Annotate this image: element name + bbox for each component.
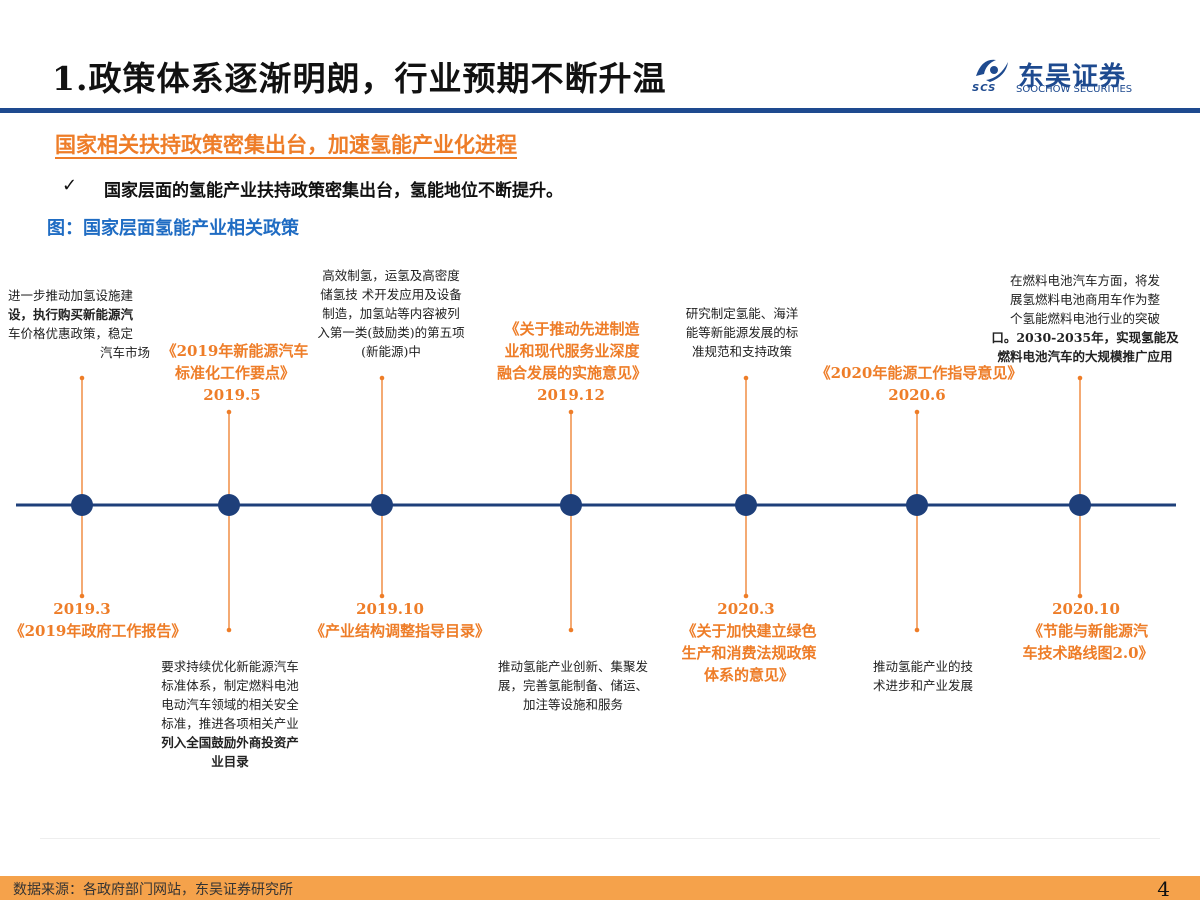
timeline-node xyxy=(218,494,240,516)
timeline-node xyxy=(71,494,93,516)
check-icon: ✓ xyxy=(62,175,78,196)
logo-name-en: SOOCHOW SECURITIES xyxy=(1016,84,1133,95)
note-line: 在燃料电池汽车方面，将发 xyxy=(1009,273,1160,288)
note-line: 设，执行购买新能源汽 xyxy=(8,307,134,322)
timeline-node xyxy=(1069,494,1091,516)
logo-mark-text: SCS xyxy=(972,83,997,94)
policy-line: 《2020年能源工作指导意见》 xyxy=(815,364,1023,382)
connector-end-dot xyxy=(914,409,920,415)
timeline-node xyxy=(371,494,393,516)
logo-name-cn: 东吴证券 xyxy=(1018,62,1127,92)
note-line: 储氢技 术开发应用及设备 xyxy=(320,287,462,302)
connector-end-dot xyxy=(743,375,749,381)
note-line: 要求持续优化新能源汽车 xyxy=(161,659,299,674)
event-date-2019-5: 2019.5 xyxy=(203,386,261,404)
note-line: 推动氢能产业的技 xyxy=(872,659,973,674)
connector-end-dot xyxy=(226,409,232,415)
note-line: 标准，推进各项相关产业 xyxy=(161,716,299,731)
page-number: 4 xyxy=(1157,877,1170,901)
policy-line: 体系的意见》 xyxy=(703,666,794,684)
timeline-node xyxy=(735,494,757,516)
note-line: 准规范和支持政策 xyxy=(691,344,792,359)
event-note-2020-3: 研究制定氢能、海洋 能等新能源发展的标 准规范和支持政策 xyxy=(668,304,816,361)
note-line: 制造，加氢站等内容被列 xyxy=(322,306,460,321)
event-date-2019-12: 2019.12 xyxy=(537,386,605,404)
event-note-2019-10: 高效制氢，运氢及高密度 储氢技 术开发应用及设备 制造，加氢站等内容被列 入第一… xyxy=(302,266,480,361)
data-source: 数据来源：各政府部门网站，东吴证券研究所 xyxy=(13,882,293,898)
event-policy-2019-10: 《产业结构调整指导目录》 xyxy=(290,620,510,642)
note-line: 研究制定氢能、海洋 xyxy=(685,306,799,321)
event-policy-2019-12: 《关于推动先进制造 业和现代服务业深度 融合发展的实施意见》 xyxy=(484,318,660,384)
event-note-2019-12: 推动氢能产业创新、集聚发 展，完善氢能制备、储运、 加注等设施和服务 xyxy=(485,657,661,714)
connector-end-dot xyxy=(79,375,85,381)
connector-end-dot xyxy=(568,627,574,633)
policy-line: 生产和消费法规政策 xyxy=(681,644,817,662)
note-line: 电动汽车领域的相关安全 xyxy=(161,697,299,712)
connector-end-dot xyxy=(379,593,385,599)
note-line: 标准体系，制定燃料电池 xyxy=(161,678,299,693)
timeline-node xyxy=(906,494,928,516)
note-line: 个氢能燃料电池行业的突破 xyxy=(1009,311,1160,326)
note-line: 展氢燃料电池商用车作为整 xyxy=(1009,292,1160,307)
note-line: 术进步和产业发展 xyxy=(872,678,973,693)
event-policy-2020-3: 《关于加快建立绿色 生产和消费法规政策 体系的意见》 xyxy=(664,620,834,686)
note-line: 推动氢能产业创新、集聚发 xyxy=(497,659,648,674)
event-date-2019-10: 2019.10 xyxy=(356,600,424,618)
policy-line: 《关于推动先进制造 xyxy=(504,320,640,338)
event-policy-2019-5: 《2019年新能源汽车 标准化工作要点》 xyxy=(150,340,320,384)
note-line: 展，完善氢能制备、储运、 xyxy=(497,678,648,693)
policy-line: 业和现代服务业深度 xyxy=(504,342,640,360)
policy-line: 《2019年新能源汽车 xyxy=(161,342,309,360)
bullet-text: 国家层面的氢能产业扶持政策密集出台，氢能地位不断提升。 xyxy=(104,181,563,201)
policy-line: 《产业结构调整指导目录》 xyxy=(309,622,490,640)
figure-title: 图：国家层面氢能产业相关政策 xyxy=(47,218,299,239)
footer-bar xyxy=(0,876,1200,900)
event-note-2019-5: 要求持续优化新能源汽车 标准体系，制定燃料电池 电动汽车领域的相关安全 标准，推… xyxy=(146,657,314,771)
note-line: 列入全国鼓励外商投资产 xyxy=(161,735,299,750)
connector-end-dot xyxy=(743,593,749,599)
connector-end-dot xyxy=(1077,375,1083,381)
event-date-2020-10: 2020.10 xyxy=(1052,600,1120,618)
connector-end-dot xyxy=(379,375,385,381)
note-line: (新能源)中 xyxy=(361,344,421,359)
policy-line: 《2019年政府工作报告》 xyxy=(9,622,187,640)
section-subtitle: 国家相关扶持政策密集出台，加速氢能产业化进程 xyxy=(55,132,517,157)
event-policy-2019-3: 《2019年政府工作报告》 xyxy=(0,620,196,642)
policy-line: 标准化工作要点》 xyxy=(174,364,295,382)
policy-line: 《关于加快建立绿色 xyxy=(681,622,817,640)
connector-end-dot xyxy=(79,593,85,599)
connector-end-dot xyxy=(226,627,232,633)
connector-end-dot xyxy=(568,409,574,415)
page-title: 1.政策体系逐渐明朗，行业预期不断升温 xyxy=(52,59,667,98)
event-note-2019-3: 进一步推动加氢设施建 设，执行购买新能源汽 车价格优惠政策，稳定 汽车市场 xyxy=(8,286,158,362)
note-line: 车价格优惠政策，稳定 xyxy=(8,326,134,341)
connector-end-dot xyxy=(914,627,920,633)
event-note-2020-10: 在燃料电池汽车方面，将发 展氢燃料电池商用车作为整 个氢能燃料电池行业的突破 口… xyxy=(978,271,1192,366)
timeline-node xyxy=(560,494,582,516)
note-line: 业目录 xyxy=(211,754,249,769)
logo-icon xyxy=(972,56,1012,88)
event-policy-2020-6: 《2020年能源工作指导意见》 xyxy=(806,362,1032,384)
note-line: 高效制氢，运氢及高密度 xyxy=(322,268,460,283)
header-divider xyxy=(0,108,1200,113)
event-date-2020-3: 2020.3 xyxy=(717,600,775,618)
note-line: 进一步推动加氢设施建 xyxy=(8,288,134,303)
footer-divider xyxy=(40,838,1160,839)
note-line: 口。2030-2035年，实现氢能及 xyxy=(991,330,1179,345)
policy-line: 融合发展的实施意见》 xyxy=(496,364,647,382)
note-line: 能等新能源发展的标 xyxy=(685,325,799,340)
connector-end-dot xyxy=(1077,593,1083,599)
policy-line: 《节能与新能源汽 xyxy=(1027,622,1148,640)
note-line: 加注等设施和服务 xyxy=(522,697,623,712)
event-note-2020-6: 推动氢能产业的技 术进步和产业发展 xyxy=(860,657,986,695)
event-date-2019-3: 2019.3 xyxy=(53,600,111,618)
policy-line: 车技术路线图2.0》 xyxy=(1022,644,1154,662)
event-policy-2020-10: 《节能与新能源汽 车技术路线图2.0》 xyxy=(1010,620,1166,664)
note-line: 汽车市场 xyxy=(99,345,150,360)
event-date-2020-6: 2020.6 xyxy=(888,386,946,404)
note-line: 入第一类(鼓励类)的第五项 xyxy=(317,325,465,340)
note-line: 燃料电池汽车的大规模推广应用 xyxy=(997,349,1173,364)
